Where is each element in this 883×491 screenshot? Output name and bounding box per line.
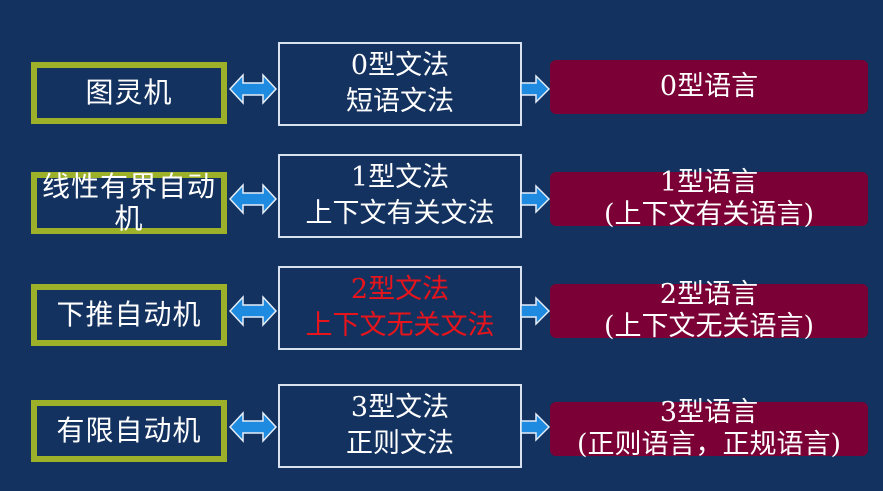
language-box-type-0: 0型语言 [550, 60, 868, 114]
double-arrow-icon [229, 73, 277, 105]
language-box-type-1: 1型语言 (上下文有关语言) [550, 167, 868, 230]
grammar-box-type-2: 2型文法 上下文无关文法 [278, 266, 522, 350]
automaton-box-finite: 有限自动机 [31, 400, 227, 462]
grammar-name-label: 短语文法 [346, 86, 454, 117]
language-box-type-3: 3型语言 (正则语言，正规语言) [550, 397, 868, 460]
double-arrow-icon [229, 295, 277, 327]
grammar-name-label: 上下文有关文法 [305, 198, 495, 229]
automaton-label: 线性有界自动机 [41, 170, 216, 235]
language-type-label: 3型语言 [659, 397, 759, 428]
grammar-name-label: 上下文无关文法 [305, 310, 495, 341]
automaton-label: 下推自动机 [56, 298, 202, 331]
grammar-box-type-1: 1型文法 上下文有关文法 [278, 154, 522, 238]
language-name-label: (正则语言，正规语言) [576, 429, 842, 460]
grammar-box-type-3: 3型文法 正则文法 [278, 384, 522, 468]
automaton-box-turing-machine: 图灵机 [31, 62, 227, 124]
grammar-type-label: 3型文法 [350, 392, 450, 423]
double-arrow-icon [229, 411, 277, 443]
language-type-label: 1型语言 [659, 167, 759, 198]
grammar-type-label: 0型文法 [350, 50, 450, 81]
right-arrow-icon [520, 184, 550, 214]
right-arrow-icon [520, 412, 550, 442]
right-arrow-icon [520, 74, 550, 104]
language-type-label: 0型语言 [659, 71, 759, 102]
grammar-name-label: 正则文法 [346, 428, 454, 459]
language-type-label: 2型语言 [659, 279, 759, 310]
automaton-box-pushdown: 下推自动机 [31, 284, 227, 346]
grammar-box-type-0: 0型文法 短语文法 [278, 42, 522, 126]
double-arrow-icon [229, 183, 277, 215]
grammar-type-label: 1型文法 [350, 162, 450, 193]
right-arrow-icon [520, 296, 550, 326]
language-box-type-2: 2型语言 (上下文无关语言) [550, 279, 868, 342]
automaton-label: 图灵机 [85, 76, 173, 109]
automaton-box-linear-bounded: 线性有界自动机 [31, 170, 227, 235]
grammar-type-label: 2型文法 [350, 274, 450, 305]
language-name-label: (上下文有关语言) [603, 199, 815, 230]
language-name-label: (上下文无关语言) [603, 311, 815, 342]
automaton-label: 有限自动机 [56, 414, 202, 447]
